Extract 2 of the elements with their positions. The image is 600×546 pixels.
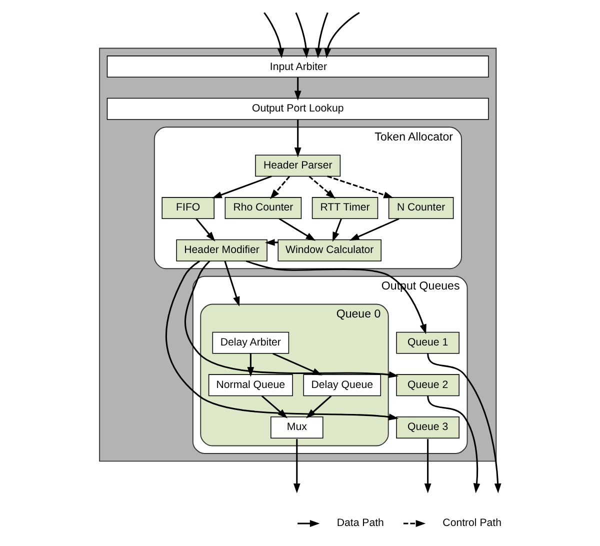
legend-label: Data Path <box>336 517 384 530</box>
legend-label: Control Path <box>442 517 501 530</box>
